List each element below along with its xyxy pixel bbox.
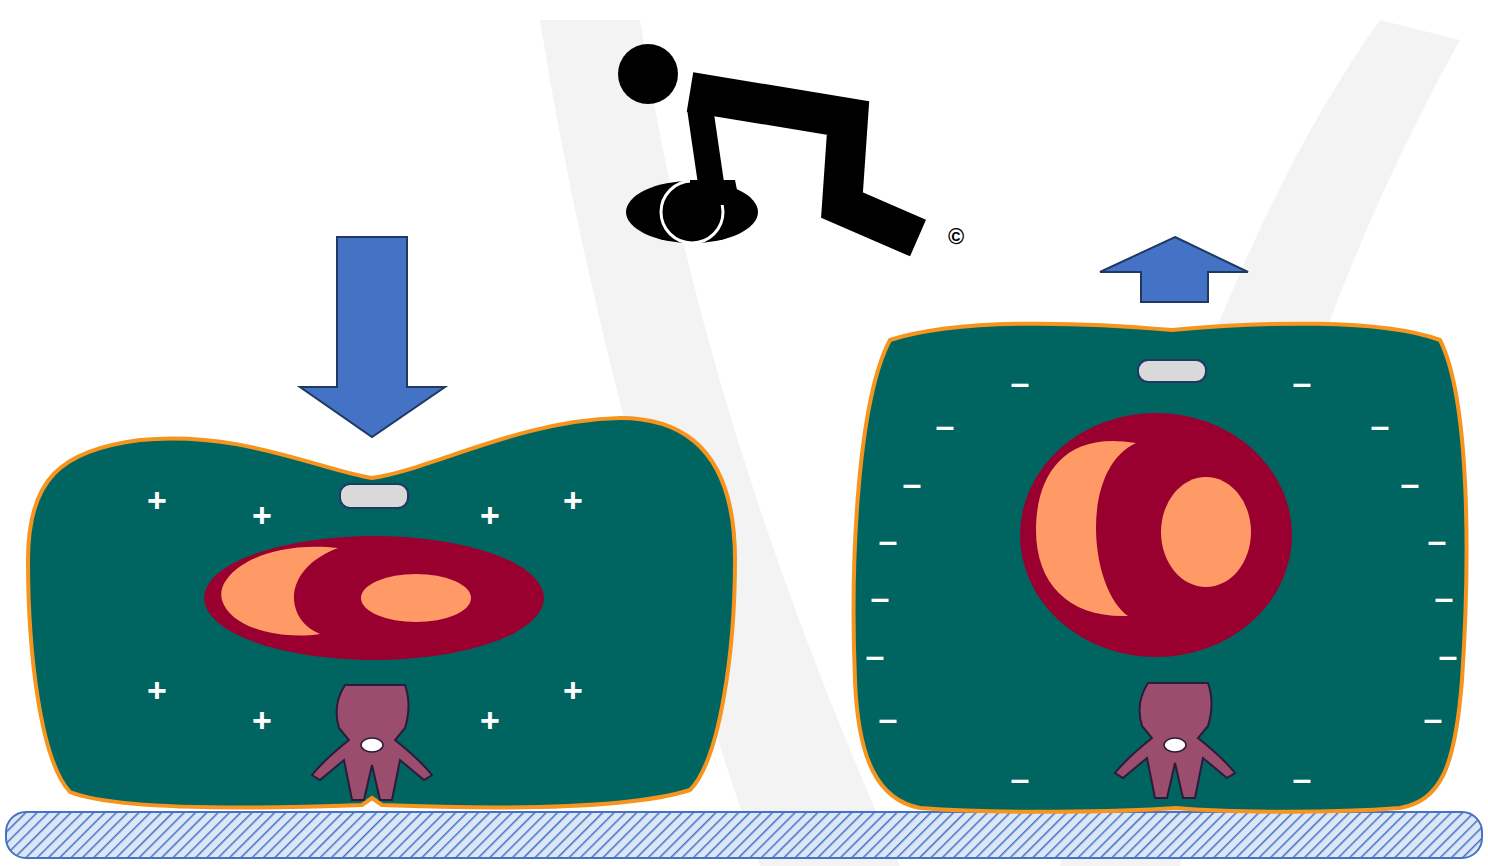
pressure-sign: + (563, 483, 583, 517)
pressure-sign: + (147, 483, 167, 517)
recoiled-chest (854, 324, 1467, 812)
compression-arrow (300, 237, 445, 437)
recoil-arrow (1100, 237, 1248, 302)
pressure-sign: – (1401, 466, 1420, 500)
pressure-sign: – (1435, 580, 1454, 614)
pressure-sign: – (903, 466, 922, 500)
pressure-sign: + (480, 498, 500, 532)
pressure-sign: + (480, 703, 500, 737)
pressure-sign: – (1293, 761, 1312, 795)
pressure-sign: – (1371, 408, 1390, 442)
pressure-sign: + (252, 703, 272, 737)
pressure-sign: – (1011, 761, 1030, 795)
pressure-sign: + (147, 673, 167, 707)
pressure-sign: – (936, 408, 955, 442)
pressure-sign: + (252, 498, 272, 532)
pressure-sign: – (879, 701, 898, 735)
pressure-sign: – (1428, 523, 1447, 557)
pressure-sign: – (1293, 365, 1312, 399)
pressure-sign: – (879, 523, 898, 557)
ground-surface (6, 812, 1482, 858)
copyright-mark: © (948, 226, 964, 248)
pressure-sign: – (1424, 701, 1443, 735)
pressure-sign: – (866, 638, 885, 672)
pressure-sign: – (871, 580, 890, 614)
compressed-chest (28, 418, 735, 807)
cpr-pictogram (618, 44, 918, 243)
pressure-sign: – (1439, 638, 1458, 672)
pressure-sign: + (563, 673, 583, 707)
pressure-sign: – (1011, 365, 1030, 399)
